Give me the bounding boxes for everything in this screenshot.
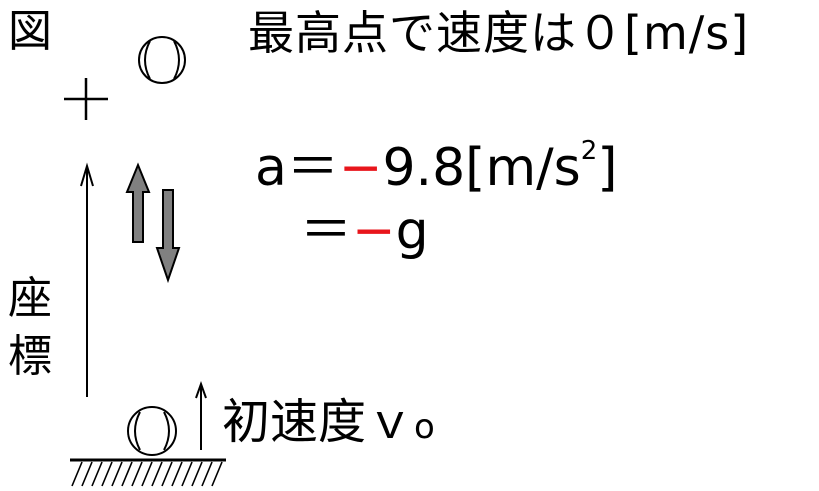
unit-main: [m/s <box>465 138 581 198</box>
down-motion-arrow <box>155 189 181 284</box>
v-subscript: o <box>414 407 435 447</box>
g-symbol: g <box>395 201 429 261</box>
up-motion-arrow <box>125 162 151 243</box>
coordinate-label: 座標 <box>8 273 52 382</box>
initial-velocity-arrow <box>195 381 207 450</box>
baseball-icon <box>127 406 177 456</box>
unit-exponent: 2 <box>580 136 598 166</box>
crosshair-marker-icon <box>64 78 108 120</box>
a-symbol: a <box>255 138 287 198</box>
acceleration-equation: a＝−9.8[m/s2] <box>255 138 618 194</box>
figure-label: 図 <box>8 6 52 57</box>
minus-sign: − <box>338 138 383 198</box>
g-equation: ＝−g <box>300 205 429 257</box>
initial-velocity-label: 初速度ｖo <box>222 398 435 446</box>
ground-hatch-icon <box>70 458 226 487</box>
unit-close: ] <box>597 138 618 198</box>
top-note-velocity-zero: 最高点で速度は０[m/s] <box>248 6 750 60</box>
equals-sign-2: ＝ <box>300 201 353 261</box>
coordinate-axis-arrow <box>80 162 94 397</box>
gravity-value: 9.8 <box>382 138 466 198</box>
initial-velocity-text: 初速度 <box>222 394 367 450</box>
v-symbol: ｖ <box>366 394 415 450</box>
baseball-icon <box>138 36 186 84</box>
equals-sign: ＝ <box>286 138 339 198</box>
minus-sign-2: − <box>352 201 396 261</box>
